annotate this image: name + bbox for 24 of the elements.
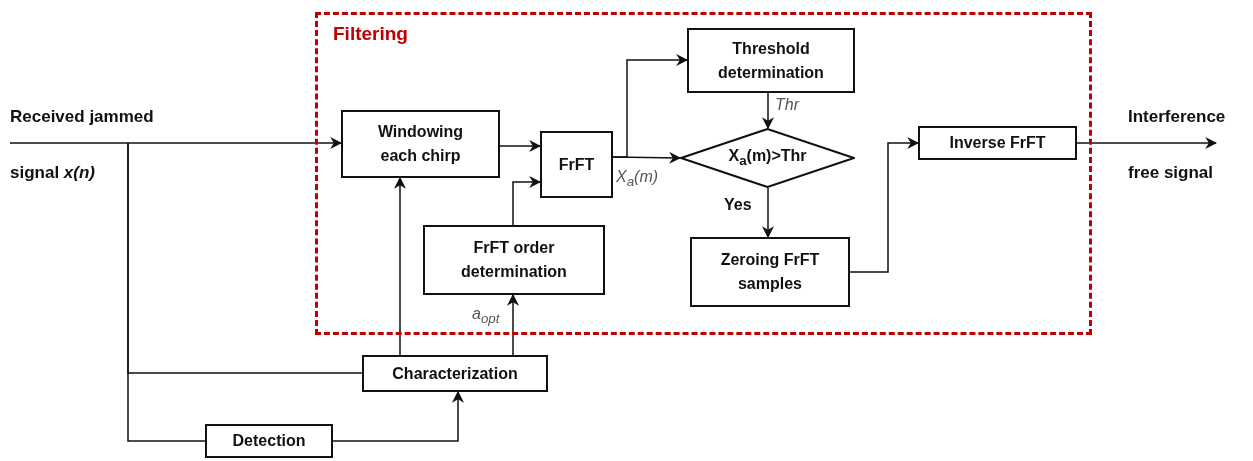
process-box: Threshold determination bbox=[687, 28, 855, 93]
process-box: Windowing each chirp bbox=[341, 110, 500, 178]
arrow bbox=[762, 187, 774, 239]
process-box: Inverse FrFT bbox=[918, 126, 1077, 160]
process-box: Detection bbox=[205, 424, 333, 458]
arrow bbox=[9, 137, 343, 149]
arrow bbox=[762, 92, 774, 130]
arrow bbox=[332, 390, 464, 442]
arrow bbox=[499, 140, 542, 152]
decision-diamond: X$_{a}$(m)>Thr bbox=[680, 128, 855, 188]
process-box: FrFT order determination bbox=[423, 225, 605, 295]
arrow bbox=[507, 293, 519, 356]
arrow bbox=[394, 176, 406, 356]
arrow bbox=[512, 176, 542, 226]
signal-label: signal x(n) bbox=[10, 163, 96, 183]
process-box: FrFT bbox=[540, 131, 613, 198]
signal-label: free signal bbox=[1128, 163, 1214, 183]
arrow bbox=[849, 137, 920, 273]
arrow bbox=[612, 151, 682, 164]
signal-label: Interference bbox=[1128, 107, 1226, 127]
process-box: Characterization bbox=[362, 355, 548, 392]
process-box: Zeroing FrFT samples bbox=[690, 237, 850, 307]
arrow bbox=[1076, 137, 1218, 149]
signal-label: Received jammed bbox=[10, 107, 154, 127]
